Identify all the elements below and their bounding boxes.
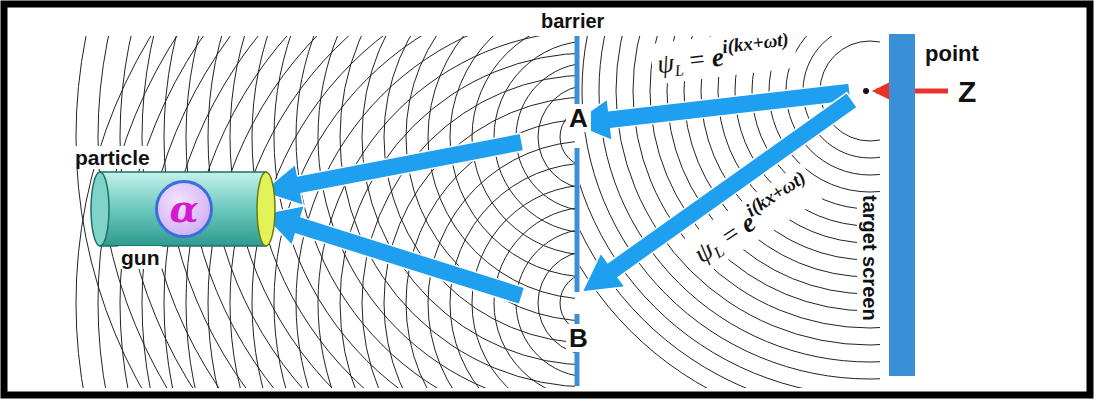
path-arrows bbox=[262, 83, 857, 305]
barrier-segment bbox=[575, 148, 580, 292]
wave-arc bbox=[318, 36, 575, 388]
path-arrow bbox=[262, 205, 525, 304]
equation-sup: i(kx+ωt) bbox=[721, 28, 790, 57]
wave-arc bbox=[362, 36, 575, 365]
wave-arc bbox=[340, 36, 575, 387]
particle-gun: particle gunα bbox=[72, 146, 278, 268]
target-screen: target screen bbox=[889, 34, 915, 376]
wave-arc bbox=[580, 36, 880, 388]
wave-arc bbox=[208, 36, 575, 388]
frame bbox=[4, 4, 1090, 395]
gun-barrel bbox=[100, 172, 266, 246]
point-name: Z bbox=[955, 76, 979, 108]
screen-label: target screen bbox=[857, 194, 883, 322]
wave-arc bbox=[76, 36, 575, 388]
barrier-label: barrier bbox=[538, 10, 607, 32]
wave-arc bbox=[580, 36, 880, 388]
wave-arc bbox=[580, 36, 880, 388]
gun-caption: gun bbox=[118, 246, 162, 269]
slit-label: A bbox=[566, 104, 591, 132]
wave-arc bbox=[274, 36, 575, 388]
wave-arc bbox=[98, 36, 575, 388]
wave-arc bbox=[142, 36, 575, 388]
wave-arc bbox=[318, 36, 575, 388]
wave-arc bbox=[142, 36, 575, 388]
equation-sub: L bbox=[674, 61, 685, 79]
wave-arc bbox=[120, 36, 575, 388]
wave-arc bbox=[76, 36, 575, 388]
gun-label: particle bbox=[72, 146, 153, 169]
wave-arc bbox=[516, 63, 575, 211]
wave-arc bbox=[296, 36, 575, 388]
wave-arc bbox=[384, 36, 575, 343]
wave-arc bbox=[230, 36, 575, 388]
wave-arc bbox=[274, 36, 575, 388]
wave-arc bbox=[538, 85, 575, 189]
equation-eq: = bbox=[688, 44, 707, 76]
wave-arc bbox=[340, 53, 575, 388]
point-dot bbox=[863, 88, 869, 94]
slit-label: B bbox=[566, 324, 591, 352]
gun-muzzle bbox=[257, 172, 275, 246]
wave-fronts bbox=[76, 36, 575, 388]
wave-arc bbox=[208, 36, 575, 388]
wave-arc bbox=[120, 36, 575, 388]
alpha-particle: α bbox=[155, 180, 213, 238]
wave-arc bbox=[616, 36, 880, 345]
particle-symbol: α bbox=[169, 190, 198, 228]
wave-arc bbox=[633, 36, 880, 328]
wave-function: ψL=ei(kx+ωt) bbox=[650, 27, 798, 85]
equation-base: ψ bbox=[655, 47, 675, 79]
point-label: point bbox=[922, 42, 982, 66]
wave-arc bbox=[516, 229, 575, 377]
path-arrow bbox=[262, 133, 524, 205]
wave-arc bbox=[538, 251, 575, 355]
wave-arc bbox=[362, 75, 575, 388]
gun-back bbox=[91, 172, 109, 246]
path-arrow bbox=[582, 93, 857, 292]
wave-arc bbox=[98, 36, 575, 388]
wave-arc bbox=[230, 36, 575, 388]
wave-fronts bbox=[580, 36, 880, 388]
wave-arc bbox=[296, 36, 575, 388]
